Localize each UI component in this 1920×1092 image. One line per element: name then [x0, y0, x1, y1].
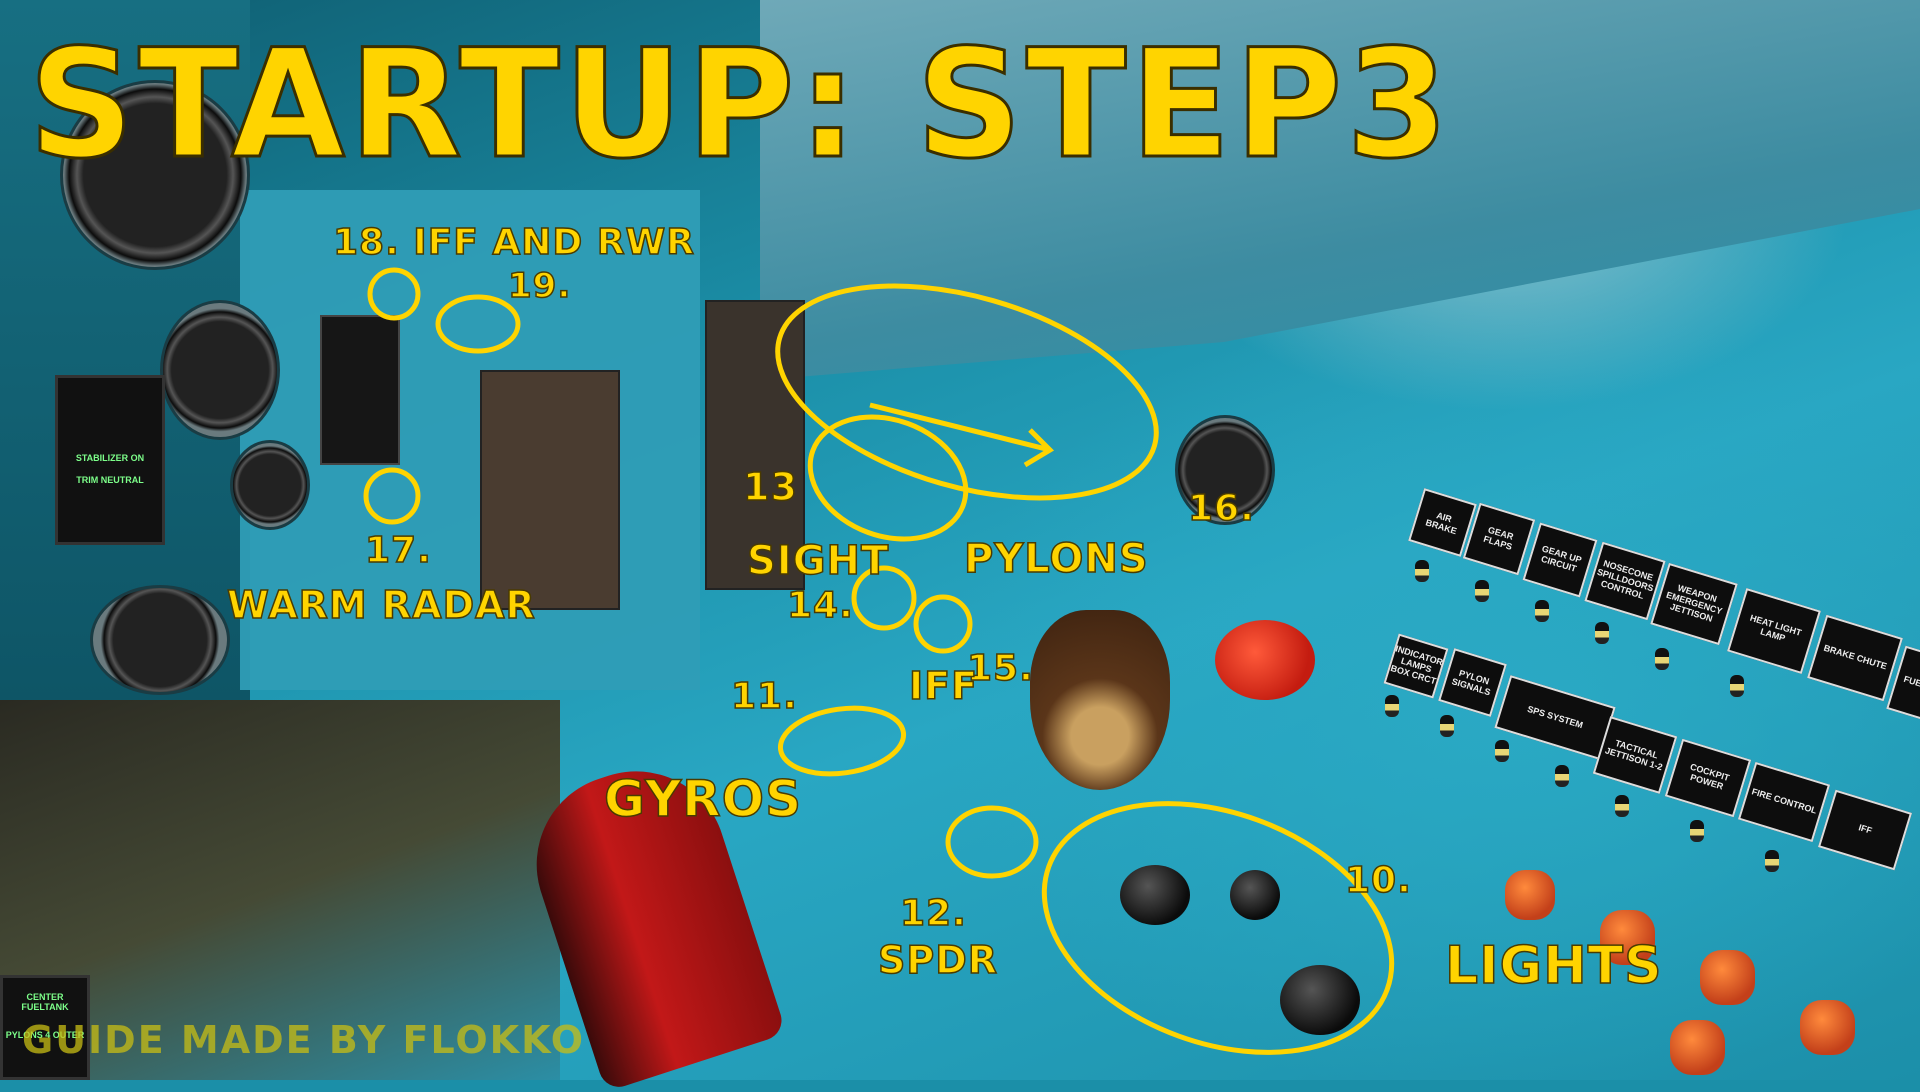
small-gauge — [230, 440, 310, 530]
air-brake-switch[interactable] — [1415, 560, 1429, 582]
label-19: 19. — [507, 265, 572, 307]
circle-14 — [851, 565, 917, 631]
circle-12 — [945, 805, 1039, 879]
channel-selector-dial[interactable] — [1175, 415, 1275, 525]
orange-knob[interactable] — [1670, 1020, 1725, 1075]
indicator-lamps-switch[interactable] — [1385, 695, 1399, 717]
tactical-jettison-switch[interactable] — [1555, 765, 1569, 787]
heat-light-switch[interactable] — [1730, 675, 1744, 697]
circle-13 — [807, 414, 969, 542]
label-14: 14. — [786, 584, 854, 627]
label-iff: IFF — [908, 663, 979, 709]
label-15: 15. — [966, 647, 1034, 690]
orange-knob[interactable] — [1505, 870, 1555, 920]
fuel-gauge — [90, 585, 230, 695]
sps-switch[interactable] — [1495, 740, 1509, 762]
light-knob[interactable] — [1230, 870, 1280, 920]
circle-11 — [777, 705, 907, 777]
label-11: 11. — [730, 675, 798, 718]
orange-knob[interactable] — [1800, 1000, 1855, 1055]
label-sight: SIGHT — [746, 537, 890, 585]
label-warm-radar: WARM RADAR — [226, 582, 536, 628]
label-18-iff-rwr: 18. IFF AND RWR — [332, 221, 695, 264]
warning-light-panel: STABILIZER ON TRIM NEUTRAL — [55, 375, 165, 545]
fire-control-switch[interactable] — [1690, 820, 1704, 842]
circle-lights — [1041, 801, 1395, 1055]
speed-gauge — [160, 300, 280, 440]
radar-control-panel — [480, 370, 620, 610]
rwr-display — [320, 315, 400, 465]
label-pylons: PYLONS — [963, 535, 1149, 583]
cockpit-power-switch[interactable] — [1615, 795, 1629, 817]
guide-credit: GUIDE MADE BY FLOKKO — [22, 1018, 586, 1062]
altimeter-gauge — [60, 80, 250, 270]
label-17: 17. — [364, 529, 432, 572]
weapon-jettison-switch[interactable] — [1655, 648, 1669, 670]
pylon-signals-switch[interactable] — [1440, 715, 1454, 737]
red-guard-cover[interactable] — [1215, 620, 1315, 700]
dashboard-light-knob[interactable] — [1120, 865, 1190, 925]
circle-pylons — [775, 283, 1159, 501]
block-box-cover[interactable] — [1030, 610, 1170, 790]
console-light-knob[interactable] — [1280, 965, 1360, 1035]
radio-channel-panel — [705, 300, 805, 590]
label-lights: LIGHTS — [1444, 935, 1663, 997]
center-fueltank-light: CENTER FUELTANK — [21, 992, 69, 1012]
label-16: 16. — [1187, 487, 1255, 530]
gear-flaps-switch[interactable] — [1475, 580, 1489, 602]
iff-switch[interactable] — [1765, 850, 1779, 872]
left-console-inset — [240, 190, 700, 690]
label-gyros: GYROS — [603, 769, 803, 829]
orange-knob[interactable] — [1700, 950, 1755, 1005]
pylons-arrow — [869, 402, 1055, 468]
cockpit-floor — [0, 700, 560, 1080]
circle-17 — [363, 467, 421, 525]
stabilizer-light: STABILIZER ON — [75, 453, 145, 463]
circle-15 — [913, 594, 973, 654]
fueltank-light-panel: CENTER FUELTANK PYLONS 4 OUTER — [0, 975, 90, 1080]
page-title: STARTUP: STEP3 — [27, 18, 1453, 192]
nosecone-switch[interactable] — [1595, 622, 1609, 644]
circle-18 — [367, 267, 421, 321]
pylons-outer-light: PYLONS 4 OUTER — [5, 1030, 85, 1040]
trim-light: TRIM NEUTRAL — [76, 475, 144, 485]
label-13: 13 — [742, 464, 798, 510]
orange-knob[interactable] — [1600, 910, 1655, 965]
circle-19 — [435, 294, 521, 354]
label-12: 12. — [899, 892, 967, 935]
gear-up-circuit-switch[interactable] — [1535, 600, 1549, 622]
label-10: 10. — [1344, 859, 1412, 902]
label-spdr: SPDR — [877, 937, 999, 983]
